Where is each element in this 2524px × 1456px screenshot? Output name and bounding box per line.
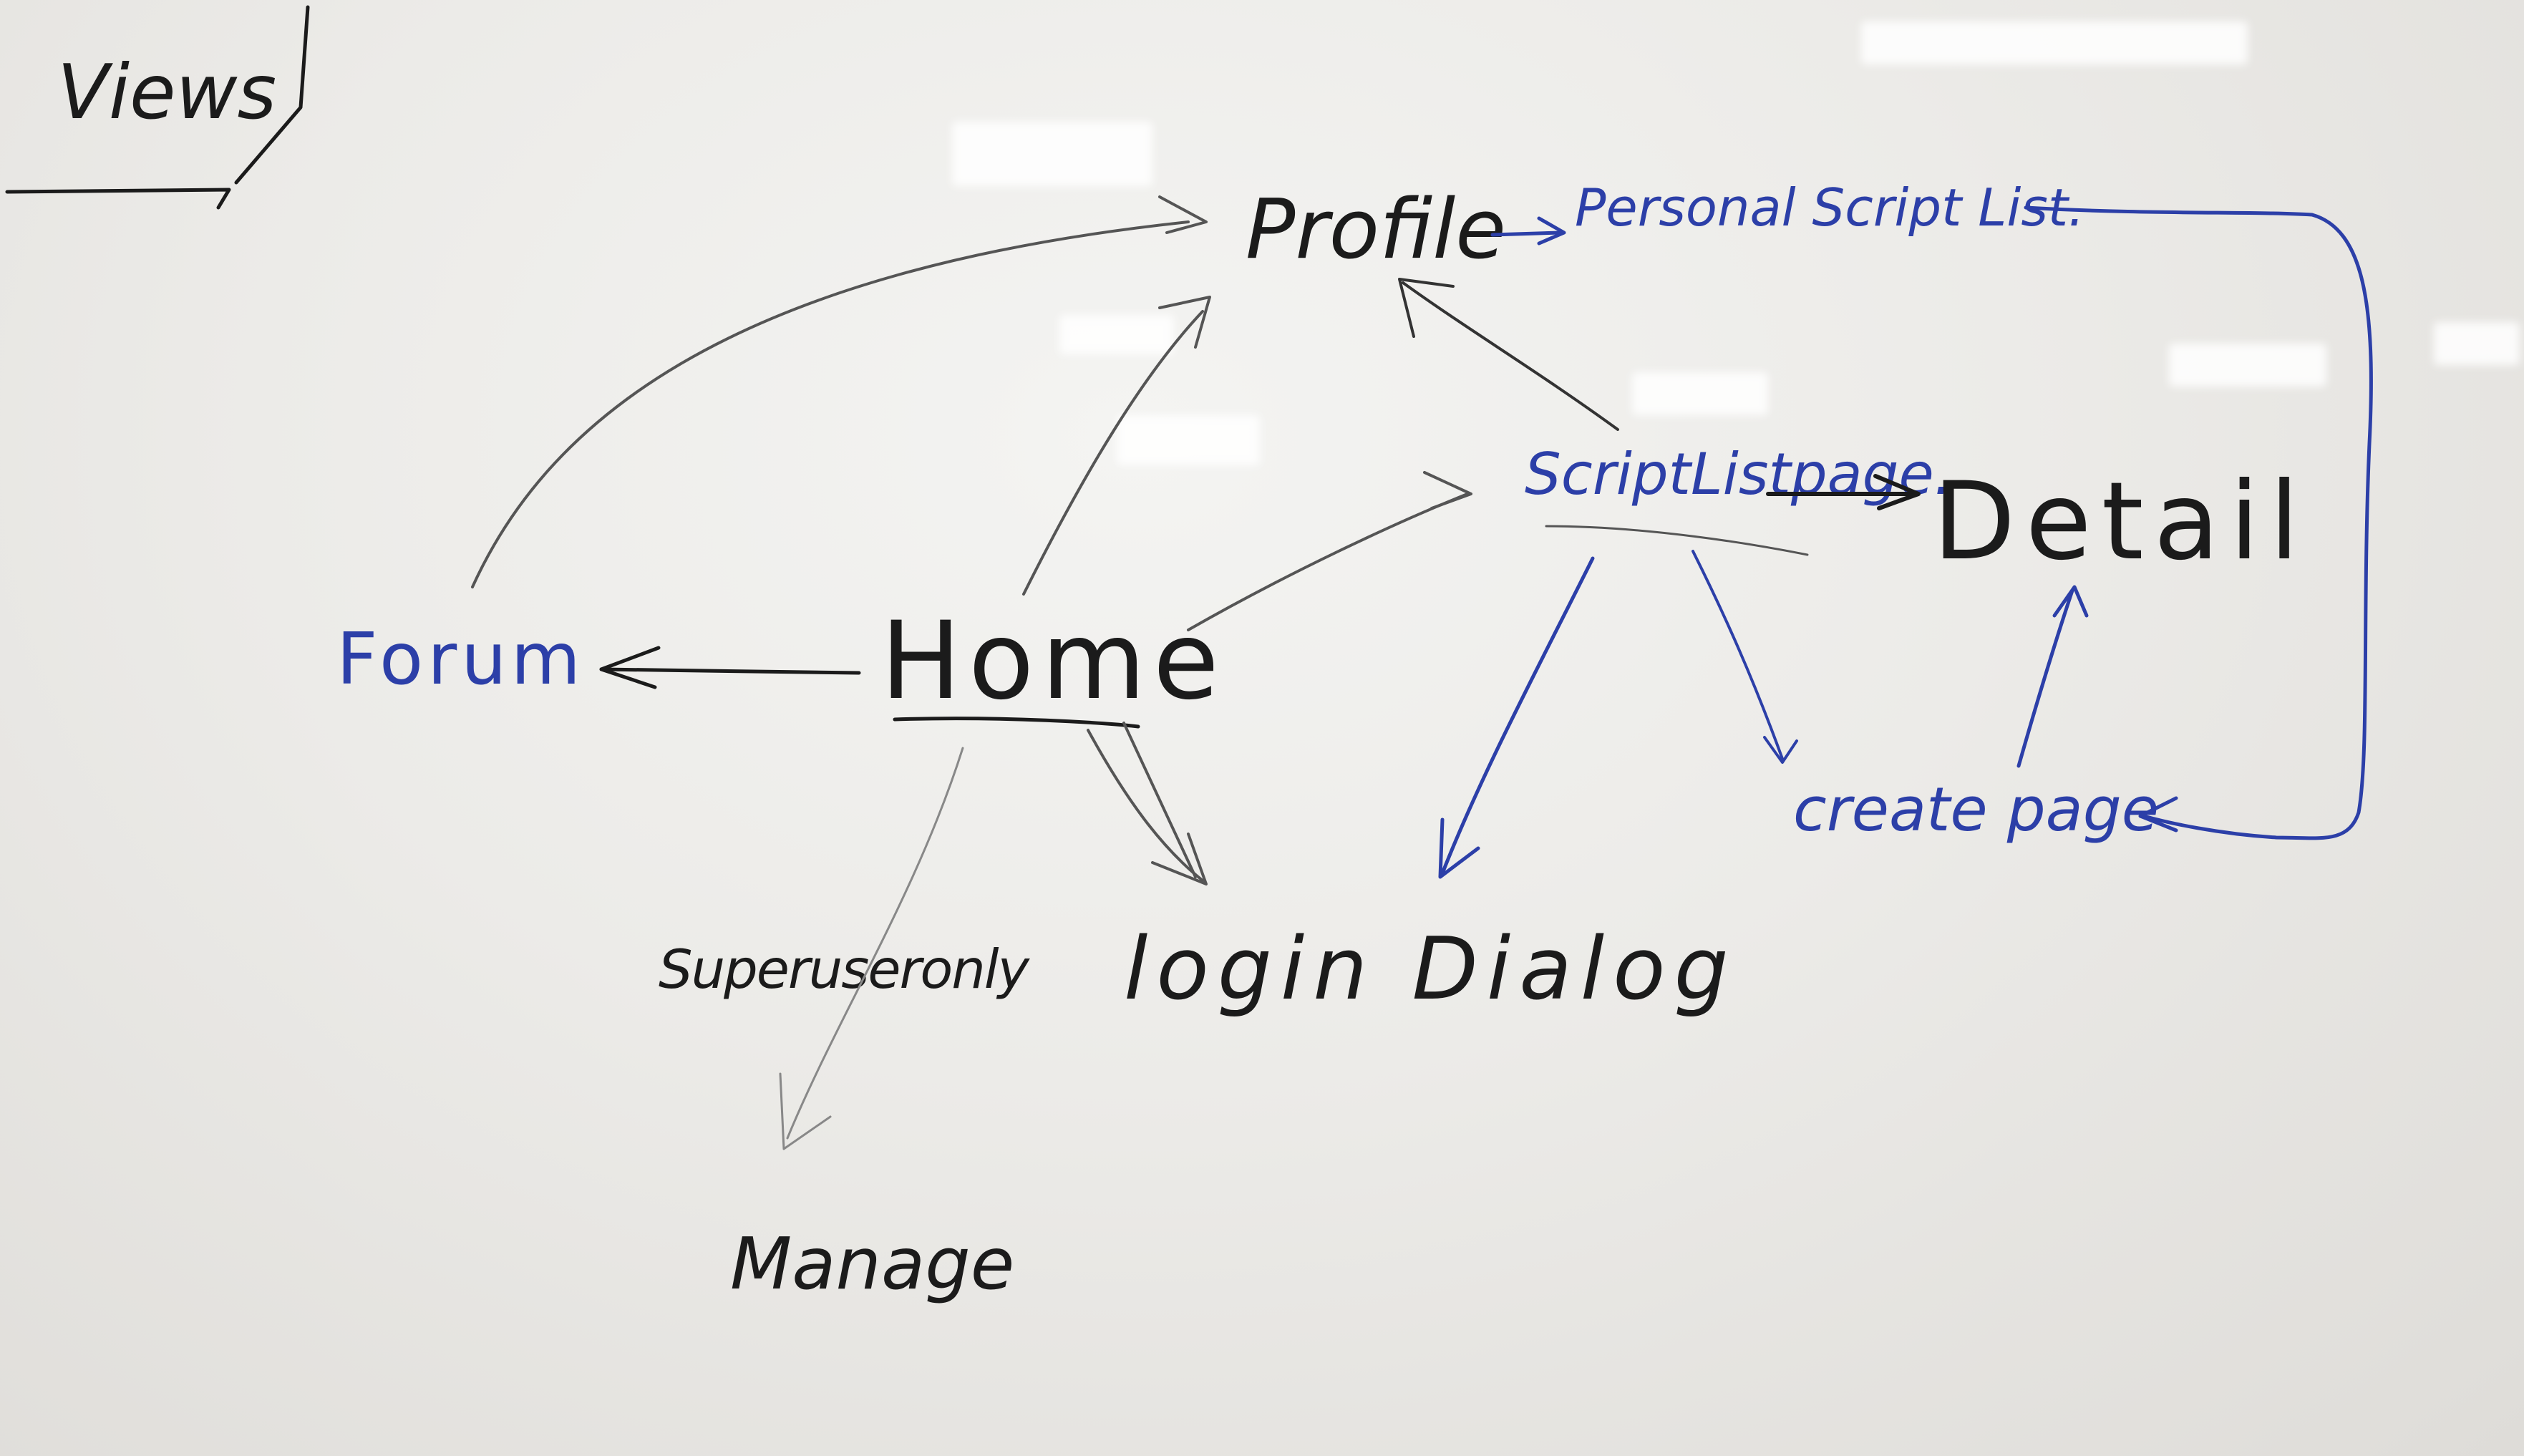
node-home: Home (880, 599, 1226, 724)
arrow-home-to-profile (1022, 296, 1211, 596)
light-reflection (952, 122, 1152, 186)
light-reflection (1861, 21, 2248, 64)
node-create-page: create page (1793, 775, 2159, 845)
arrow-script-list-to-detail (1766, 474, 1921, 510)
views-title-box (5, 5, 310, 210)
arrow-profile-to-personal-list (1490, 216, 1566, 246)
node-superuser-only: Superuseronly (659, 938, 1031, 1001)
arrow-personal-list-to-create-page (2024, 205, 2373, 840)
light-reflection (2434, 322, 2520, 365)
arrow-forum-to-profile (471, 195, 1208, 588)
arrow-home-to-forum (599, 646, 861, 689)
node-login-dialog: login Dialog (1124, 920, 1737, 1019)
home-underline (893, 717, 1140, 729)
light-reflection (1117, 415, 1260, 465)
arrow-script-list-to-dialog (1438, 556, 1595, 879)
light-reflection (1632, 372, 1768, 415)
node-script-list-page: ScriptListpage. (1525, 441, 1952, 508)
arrow-script-list-to-profile (1398, 278, 1619, 431)
node-profile: Profile (1246, 182, 1506, 278)
light-reflection (1059, 315, 1174, 354)
arrow-home-to-login-dialog (1087, 722, 1208, 885)
node-forum: Forum (336, 617, 585, 701)
node-personal-script-list: Personal Script List. (1575, 178, 2084, 238)
arrow-home-to-script-list (1187, 471, 1472, 631)
views-title: Views (57, 49, 276, 136)
light-reflection (2169, 344, 2326, 387)
arrow-superuser-to-manage (779, 747, 964, 1150)
arrow-create-page-to-detail (2016, 585, 2089, 768)
node-detail: Detail (1933, 460, 2309, 584)
script-list-underline (1545, 525, 1809, 556)
arrow-script-list-to-create-page (1691, 550, 1798, 764)
node-manage: Manage (730, 1222, 1014, 1306)
